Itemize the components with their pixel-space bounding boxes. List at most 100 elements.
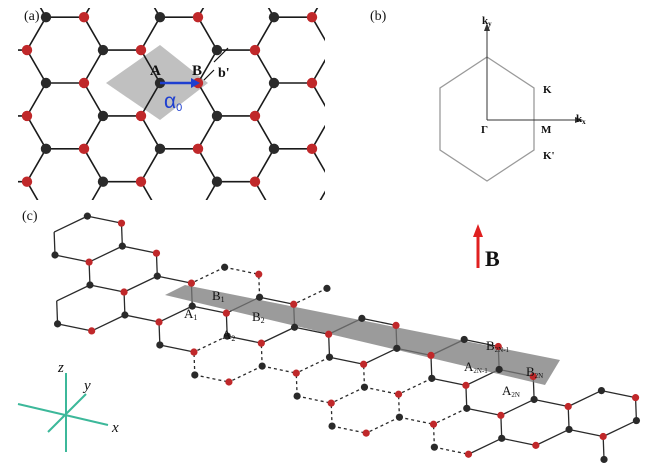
bond bbox=[466, 407, 501, 417]
bond bbox=[432, 424, 436, 448]
bond bbox=[159, 344, 195, 353]
bond bbox=[57, 323, 92, 332]
atom-a bbox=[97, 176, 109, 187]
atom-a bbox=[269, 209, 279, 219]
bond bbox=[83, 148, 104, 183]
bond bbox=[330, 386, 365, 404]
bond bbox=[254, 16, 275, 51]
site-b2n-label: B2N bbox=[526, 364, 543, 380]
atom-a bbox=[428, 374, 436, 382]
bond bbox=[465, 385, 468, 409]
bond bbox=[295, 373, 298, 397]
honeycomb-lattice-c bbox=[53, 215, 638, 460]
atom-a bbox=[395, 413, 404, 421]
bond bbox=[205, 181, 218, 200]
atom-b bbox=[360, 360, 368, 368]
atom-a bbox=[188, 302, 196, 310]
bond bbox=[254, 148, 275, 183]
atom-b bbox=[187, 279, 195, 287]
bond bbox=[140, 82, 161, 117]
atom-b bbox=[225, 378, 233, 386]
atom-a bbox=[154, 143, 166, 155]
atom-a bbox=[360, 383, 369, 391]
bond bbox=[568, 428, 604, 438]
bond bbox=[311, 148, 325, 173]
atom-b bbox=[192, 143, 204, 155]
atom-a bbox=[40, 11, 52, 23]
bond bbox=[260, 343, 263, 367]
bond bbox=[254, 49, 275, 84]
bond bbox=[431, 377, 467, 387]
atom-a bbox=[223, 332, 231, 340]
bond-vector-label: b' bbox=[218, 66, 230, 81]
bond bbox=[26, 181, 39, 200]
bond bbox=[91, 314, 126, 332]
atom-a bbox=[290, 323, 299, 331]
atom-b bbox=[307, 209, 317, 219]
bond bbox=[535, 428, 570, 446]
atom-b bbox=[152, 249, 161, 257]
atom-b bbox=[290, 300, 298, 308]
atom-a bbox=[565, 425, 573, 434]
k-point-label: K bbox=[543, 84, 552, 96]
atom-b bbox=[564, 402, 572, 411]
bond bbox=[434, 446, 469, 455]
bond bbox=[601, 389, 636, 399]
atom-b bbox=[306, 11, 318, 23]
atom-b bbox=[327, 399, 335, 407]
bond bbox=[123, 292, 126, 316]
m-point-label: M bbox=[541, 124, 552, 136]
honeycomb-lattice-a bbox=[18, 8, 325, 248]
gamma-point-label: Γ bbox=[481, 124, 488, 136]
bond bbox=[399, 416, 434, 425]
bond bbox=[293, 287, 328, 305]
bond bbox=[56, 284, 91, 302]
bond bbox=[140, 16, 161, 51]
atom-b bbox=[135, 176, 147, 187]
bond bbox=[261, 326, 295, 344]
atom-a bbox=[118, 242, 126, 250]
bond bbox=[140, 148, 161, 183]
bond bbox=[141, 215, 160, 248]
bond bbox=[433, 407, 468, 425]
atom-b bbox=[155, 318, 163, 326]
bond bbox=[258, 274, 261, 298]
bond bbox=[194, 374, 230, 383]
atom-b bbox=[429, 420, 438, 428]
atom-b bbox=[257, 339, 265, 347]
bond bbox=[39, 8, 47, 18]
bond bbox=[140, 181, 153, 200]
atom-a-label: A bbox=[150, 63, 161, 79]
atom-b bbox=[21, 110, 33, 122]
bond bbox=[140, 49, 161, 84]
bond bbox=[155, 253, 158, 277]
bond bbox=[197, 115, 218, 150]
bond bbox=[193, 351, 196, 375]
atom-b bbox=[88, 327, 96, 335]
bond bbox=[567, 406, 570, 430]
bond bbox=[331, 425, 367, 434]
site-a2-label: A2 bbox=[222, 327, 235, 343]
bond bbox=[361, 317, 397, 327]
atom-b bbox=[117, 219, 126, 227]
atom-a bbox=[326, 111, 336, 121]
atom-b bbox=[249, 44, 261, 56]
bond bbox=[228, 365, 263, 383]
atom-b bbox=[392, 321, 400, 329]
bond bbox=[83, 8, 91, 18]
atom-a bbox=[498, 434, 506, 442]
lattice-vector-arrowhead bbox=[191, 78, 200, 88]
atom-a bbox=[191, 371, 199, 379]
bond bbox=[26, 16, 47, 51]
atom-a bbox=[86, 281, 94, 289]
panel-a-label: (a) bbox=[24, 9, 40, 24]
bond bbox=[398, 377, 433, 395]
site-b2-label: B2 bbox=[252, 309, 265, 325]
atom-a bbox=[268, 143, 280, 155]
atom-a bbox=[323, 284, 331, 292]
atom-b bbox=[631, 394, 640, 402]
atom-a bbox=[268, 11, 280, 23]
bond bbox=[319, 190, 325, 200]
atom-a bbox=[530, 395, 538, 404]
